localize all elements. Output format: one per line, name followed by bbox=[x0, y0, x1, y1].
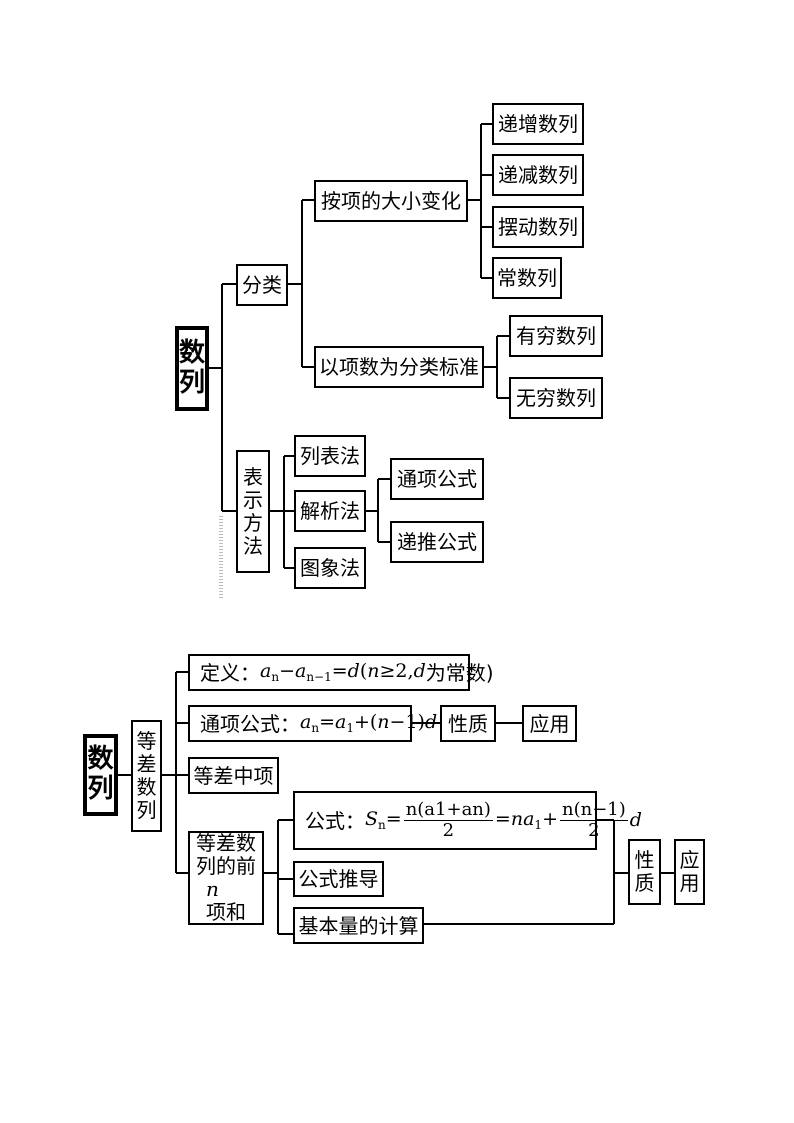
node-general-formula: 通项公式 bbox=[390, 458, 484, 500]
gt-minus1: −1) bbox=[389, 711, 425, 734]
gt-plus-paren: +( bbox=[353, 711, 378, 734]
node-decreasing: 递减数列 bbox=[492, 154, 584, 196]
node-application-1: 应用 bbox=[522, 705, 577, 742]
definition-d2: d bbox=[413, 660, 426, 683]
fraction-1-denominator: 2 bbox=[442, 820, 455, 841]
node-analytic-method: 解析法 bbox=[294, 490, 366, 532]
arith-char-1: 等 bbox=[136, 729, 157, 753]
node-graph-method: 图象法 bbox=[294, 547, 366, 589]
node-general-term: 通项公式：an=a1+(n−1)d bbox=[188, 705, 437, 742]
sf-sub-n: n bbox=[378, 818, 386, 833]
definition-d: d bbox=[347, 660, 360, 683]
gt-eq: = bbox=[319, 711, 335, 734]
fraction-1-numerator: n(a1+an) bbox=[403, 799, 493, 821]
fraction-2: n(n−1)2 bbox=[559, 799, 628, 841]
gt-n: n bbox=[377, 711, 390, 734]
rep-char-1: 表 bbox=[243, 464, 263, 489]
node-by-size-change: 按项的大小变化 bbox=[314, 180, 468, 222]
node-basic-calculation: 基本量的计算 bbox=[293, 907, 424, 944]
arith-char-2: 差 bbox=[136, 752, 157, 776]
rep-char-3: 方 bbox=[243, 510, 263, 535]
rep-char-4: 法 bbox=[243, 533, 263, 558]
node-by-term-count: 以项数为分类标准 bbox=[314, 346, 484, 388]
gt-a1: a bbox=[334, 711, 347, 734]
root-node-sequence-2: 数 列 bbox=[83, 734, 118, 816]
definition-ge2: ≥2, bbox=[379, 660, 414, 683]
root-char-1: 数 bbox=[179, 337, 206, 368]
node-application-2: 应 用 bbox=[674, 839, 705, 905]
node-arithmetic-sequence: 等 差 数 列 bbox=[131, 720, 162, 832]
node-formula-derivation: 公式推导 bbox=[293, 861, 384, 897]
sf-eq2: = bbox=[494, 808, 511, 831]
arith-char-3: 数 bbox=[136, 775, 157, 799]
definition-eq: = bbox=[331, 660, 348, 683]
sf-S: S bbox=[365, 808, 379, 831]
node-finite: 有穷数列 bbox=[509, 315, 603, 357]
node-property-2: 性 质 bbox=[628, 839, 661, 905]
sf-sub-1: 1 bbox=[534, 818, 543, 833]
node-representation: 表 示 方 法 bbox=[236, 450, 270, 573]
node-classify: 分类 bbox=[236, 264, 288, 306]
definition-const: 为常数) bbox=[425, 660, 494, 685]
gt-prefix: 通项公式： bbox=[200, 711, 300, 736]
definition-a: a bbox=[260, 660, 272, 683]
prop2-char-1: 性 bbox=[634, 848, 655, 872]
node-list-method: 列表法 bbox=[294, 435, 366, 477]
definition-a2: a bbox=[294, 660, 307, 683]
gt-sub-1: 1 bbox=[346, 721, 354, 736]
prop2-char-2: 质 bbox=[634, 871, 655, 895]
root-node-sequence: 数 列 bbox=[175, 326, 209, 411]
fraction-2-denominator: 2 bbox=[588, 820, 600, 841]
rep-char-2: 示 bbox=[243, 487, 263, 512]
app2-char-2: 用 bbox=[679, 871, 700, 895]
gt-d: d bbox=[424, 711, 438, 734]
sf-prefix: 公式： bbox=[305, 808, 365, 833]
gt-a: a bbox=[300, 711, 312, 734]
node-recursive-formula: 递推公式 bbox=[390, 521, 484, 563]
sum-line-1: 等差数 bbox=[196, 831, 256, 855]
node-increasing: 递增数列 bbox=[492, 103, 584, 145]
gt-sub-n: n bbox=[311, 721, 320, 736]
root2-char-1: 数 bbox=[87, 744, 114, 775]
fraction-1: n(a1+an)2 bbox=[403, 799, 493, 841]
arith-char-4: 列 bbox=[136, 798, 157, 822]
node-oscillating: 摆动数列 bbox=[492, 206, 584, 248]
node-sum-formula: 公式：Sn= n(a1+an)2 =na1+ n(n−1)2 d bbox=[293, 791, 642, 850]
definition-sub-n: n bbox=[271, 670, 280, 685]
definition-open: ( bbox=[359, 660, 368, 683]
node-property-1: 性质 bbox=[440, 705, 496, 742]
root2-char-2: 列 bbox=[87, 774, 114, 804]
definition-minus: − bbox=[279, 660, 295, 683]
sf-d: d bbox=[629, 809, 642, 832]
root-char-2: 列 bbox=[179, 367, 206, 398]
app2-char-1: 应 bbox=[679, 848, 700, 872]
definition-prefix: 定义： bbox=[200, 660, 260, 685]
sum-line-2: 列的前 bbox=[196, 854, 256, 878]
sum-line-3: 项和 bbox=[206, 900, 246, 924]
definition-sub-n1: n−1 bbox=[306, 670, 332, 685]
sf-eq: = bbox=[385, 808, 402, 831]
node-constant: 常数列 bbox=[492, 257, 562, 299]
sum-n: n bbox=[206, 877, 219, 901]
node-arithmetic-mean: 等差中项 bbox=[188, 757, 279, 794]
sf-na: na bbox=[510, 808, 535, 831]
definition-n: n bbox=[367, 660, 380, 683]
node-infinite: 无穷数列 bbox=[509, 377, 603, 419]
fraction-2-numerator: n(n−1) bbox=[559, 799, 628, 821]
sf-plus: + bbox=[542, 808, 558, 831]
